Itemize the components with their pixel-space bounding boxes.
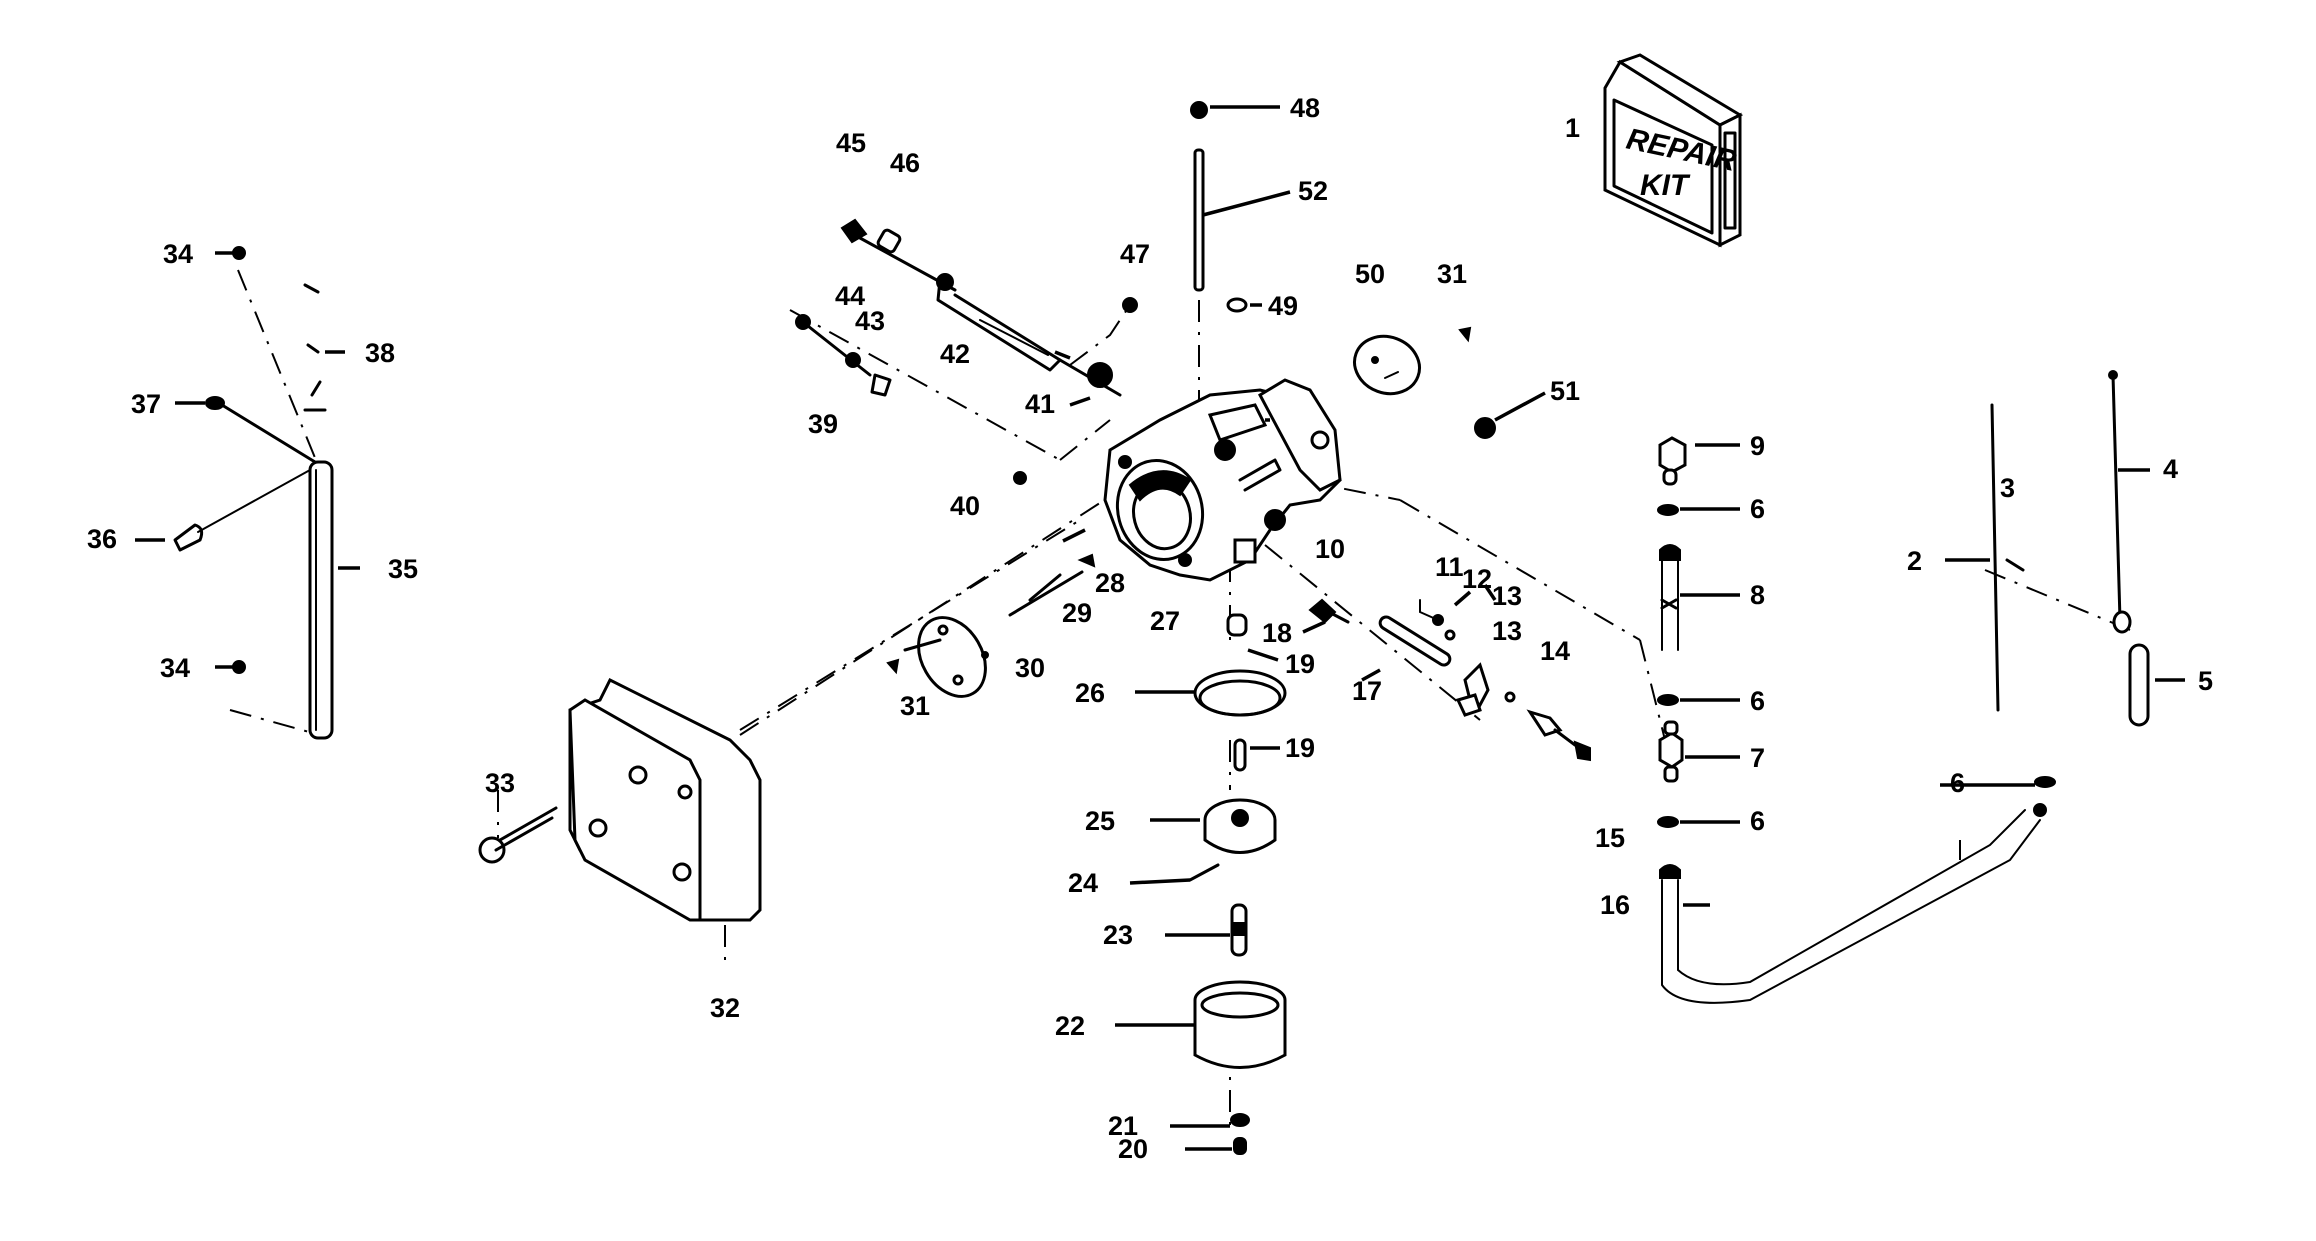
callout-44: 44 (835, 281, 865, 311)
repair-kit-label-line2: KIT (1640, 169, 1691, 202)
callout-32: 32 (710, 993, 740, 1023)
repair-kit-box: REPAIR KIT (1603, 53, 1744, 248)
callout-15: 15 (1595, 823, 1625, 853)
carburetor-body (1103, 378, 1342, 582)
callout-20: 20 (1118, 1134, 1148, 1164)
callout-25: 25 (1085, 806, 1115, 836)
callout-45: 45 (836, 128, 866, 158)
callout-8: 8 (1750, 580, 1765, 610)
callout-26: 26 (1075, 678, 1105, 708)
gasket-and-screws (886, 553, 1096, 698)
callout-43: 43 (855, 306, 885, 336)
callout-34-b: 34 (160, 653, 190, 683)
callout-11: 11 (1435, 552, 1464, 582)
callout-13-a: 13 (1492, 581, 1522, 611)
callout-16: 16 (1600, 890, 1630, 920)
assembly-axis-lines (229, 269, 2131, 1130)
callout-36: 36 (87, 524, 117, 554)
callout-7: 7 (1750, 743, 1765, 773)
callout-6-c: 6 (1750, 806, 1765, 836)
callout-17: 17 (1352, 676, 1382, 706)
callout-50: 50 (1355, 259, 1385, 289)
linkage-rods (1990, 370, 2150, 727)
callout-3: 3 (2000, 473, 2015, 503)
float-bowl-assembly (1188, 613, 1287, 1155)
air-cleaner-cover (478, 519, 1081, 960)
callout-52: 52 (1298, 176, 1328, 206)
callout-6-a: 6 (1750, 494, 1765, 524)
callout-37: 37 (131, 389, 161, 419)
callout-10: 10 (1315, 534, 1345, 564)
callout-34-a: 34 (163, 239, 193, 269)
callout-6-d: 6 (1950, 768, 1965, 798)
callout-1: 1 (1565, 113, 1580, 143)
callout-38: 38 (365, 338, 395, 368)
callout-48: 48 (1290, 93, 1320, 123)
callout-41: 41 (1025, 389, 1055, 419)
callout-19-b: 19 (1285, 733, 1315, 763)
callout-12: 12 (1462, 564, 1492, 594)
callout-47: 47 (1120, 239, 1150, 269)
callout-51: 51 (1550, 376, 1580, 406)
callout-35: 35 (388, 554, 418, 584)
callout-46: 46 (890, 148, 920, 178)
callout-13-b: 13 (1492, 616, 1522, 646)
choke-shaft-assembly (795, 218, 1138, 485)
callout-28: 28 (1095, 568, 1125, 598)
cover-plate-assembly (1353, 326, 1496, 439)
callout-22: 22 (1055, 1011, 1085, 1041)
callout-30: 30 (1015, 653, 1045, 683)
idle-needle-assembly (1308, 598, 1591, 762)
callout-27: 27 (1150, 606, 1180, 636)
callout-49: 49 (1268, 291, 1298, 321)
callout-6-b: 6 (1750, 686, 1765, 716)
fuel-line-assembly (1657, 436, 2056, 1004)
callout-29: 29 (1062, 598, 1092, 628)
throttle-link-bracket (173, 246, 334, 740)
callout-33: 33 (485, 768, 515, 798)
callout-4: 4 (2163, 454, 2178, 484)
callout-18: 18 (1262, 618, 1292, 648)
callout-42: 42 (940, 339, 970, 369)
callout-24: 24 (1068, 868, 1098, 898)
callout-23: 23 (1103, 920, 1133, 950)
callout-31-a: 31 (900, 691, 930, 721)
callout-39: 39 (808, 409, 838, 439)
callout-9: 9 (1750, 431, 1765, 461)
callout-40: 40 (950, 491, 980, 521)
callout-14: 14 (1540, 636, 1570, 666)
callout-31-b: 31 (1437, 259, 1467, 289)
callout-21: 21 (1108, 1111, 1138, 1141)
callout-5: 5 (2198, 666, 2213, 696)
callout-2: 2 (1907, 546, 1922, 576)
leader-lines (135, 105, 2185, 1151)
vertical-rod-assembly (1190, 101, 1248, 420)
callout-labels: 1 2 3 4 5 6 6 6 6 7 8 9 10 11 12 13 13 1… (87, 93, 2213, 1164)
callout-19-a: 19 (1285, 649, 1315, 679)
